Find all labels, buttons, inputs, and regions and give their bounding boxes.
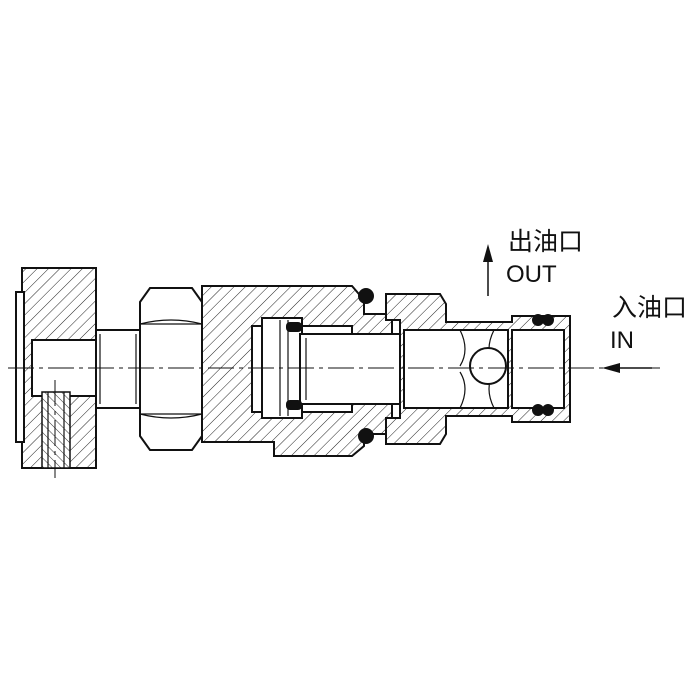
lock-nut [139,287,203,451]
seal-sleeve-lower-b [542,404,554,416]
inlet-label-en: IN [610,327,634,354]
seal-upper-body [358,288,374,304]
outlet-label-cn: 出油口 [508,227,583,256]
seal-sleeve-upper-b [542,314,554,326]
outlet-arrow [483,244,493,296]
o-ring-seals [286,288,554,444]
seal-sleeve-lower-a [532,404,544,416]
seal-lower-body [358,428,374,444]
adjusting-stem [95,329,141,409]
inlet-arrow [602,363,652,373]
cartridge-sleeve [385,293,571,445]
seal-sleeve-upper-a [532,314,544,326]
seal-spool-lower [286,400,302,410]
handknob [15,267,99,469]
inlet-label-cn: 入油口 [612,293,687,322]
outlet-label-en: OUT [506,261,557,288]
seal-spool-upper [286,322,302,332]
